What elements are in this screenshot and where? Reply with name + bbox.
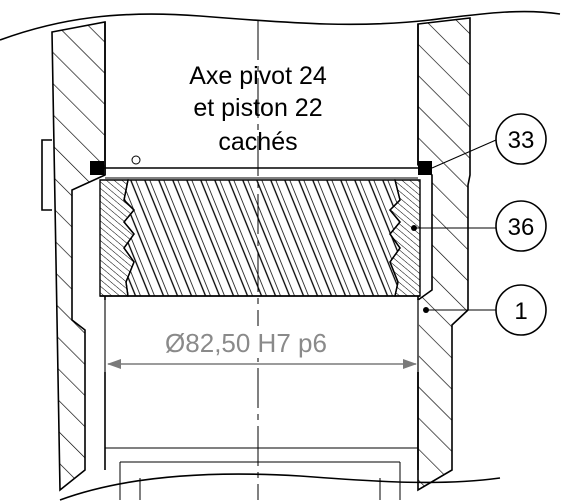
lower-step — [119, 461, 401, 500]
left-tab — [41, 139, 52, 211]
balloon-36 — [495, 200, 547, 252]
lower-inner-lines — [139, 478, 381, 500]
right-housing-wall — [417, 17, 471, 492]
o-ring-right — [418, 161, 432, 175]
balloon-33 — [495, 113, 547, 165]
leader-33 — [431, 139, 497, 169]
o-ring-left — [90, 161, 104, 175]
left-housing-wall — [51, 21, 106, 492]
balloon-33-label: 33 — [508, 127, 535, 154]
helical-gear — [123, 179, 401, 297]
top-break-line — [0, 10, 561, 41]
note-line-3: cachés — [218, 128, 297, 156]
leader-1-dot — [423, 307, 429, 313]
dimension-text-bg — [124, 326, 368, 358]
balloon-36-label: 36 — [508, 214, 535, 241]
note-line-1: Axe pivot 24 — [189, 62, 327, 90]
balloon-1-label: 1 — [514, 298, 527, 325]
note-line-2: et piston 22 — [193, 94, 322, 122]
leader-36-dot — [411, 225, 417, 231]
dimension-text: Ø82,50 H7 p6 — [165, 328, 327, 358]
pin-hole — [131, 155, 141, 165]
balloon-1 — [495, 284, 547, 336]
